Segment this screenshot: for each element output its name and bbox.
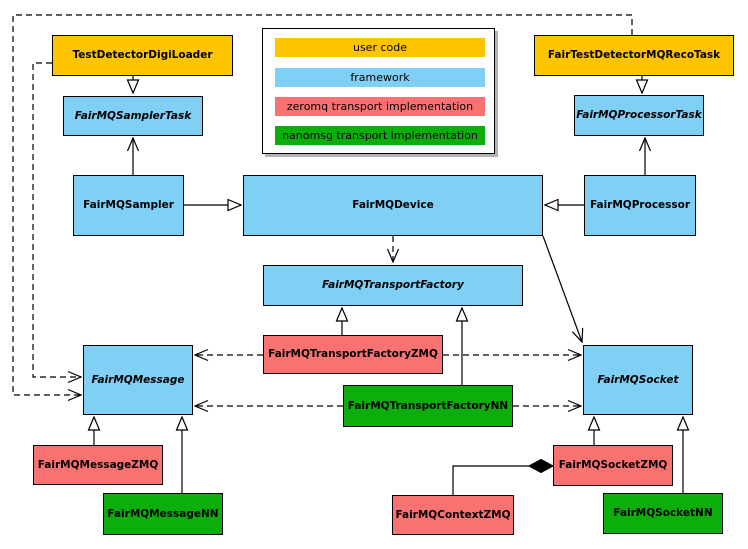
node-fairmqcontextzmq: FairMQContextZMQ (392, 495, 514, 535)
node-fairmqprocessor: FairMQProcessor (584, 175, 696, 236)
legend-label: zeromq transport implementation (286, 100, 474, 113)
node-label: FairMQContextZMQ (395, 508, 511, 521)
node-label: FairMQTransportFactory (322, 279, 464, 292)
node-fairmqtransportfactorynn: FairMQTransportFactoryNN (343, 385, 513, 427)
node-fairmqtransportfactory: FairMQTransportFactory (263, 265, 523, 306)
node-testdetectordigiloader: TestDetectorDigiLoader (52, 35, 233, 76)
node-fairmqsampler: FairMQSampler (73, 175, 184, 236)
node-label: FairMQTransportFactoryNN (347, 399, 509, 412)
legend-label: nanomsg transport implementation (282, 129, 478, 142)
node-fairmqmessagezmq: FairMQMessageZMQ (33, 445, 163, 485)
composition-diamond-icon (527, 458, 555, 474)
legend: user code framework zeromq transport imp… (262, 28, 495, 154)
node-label: FairMQSocket (597, 373, 679, 386)
legend-label: framework (350, 71, 410, 84)
node-label: TestDetectorDigiLoader (72, 49, 213, 62)
node-label: FairMQTransportFactoryZMQ (268, 348, 438, 361)
node-label: FairMQSamplerTask (74, 109, 192, 122)
node-fairmqdevice: FairMQDevice (243, 175, 543, 236)
node-label: FairTestDetectorMQRecoTask (547, 49, 721, 62)
legend-item-framework: framework (275, 68, 485, 87)
node-label: FairMQDevice (352, 199, 434, 212)
node-label: FairMQSampler (83, 199, 174, 212)
node-label: FairMQProcessorTask (576, 109, 702, 122)
node-label: FairMQSocketNN (613, 507, 713, 520)
edge-device-socket (542, 235, 582, 342)
legend-item-nanomsg: nanomsg transport implementation (275, 126, 485, 145)
node-label: FairMQSocketZMQ (558, 459, 668, 472)
legend-item-zeromq: zeromq transport implementation (275, 97, 485, 116)
edge-contextzmq-socketzmq (452, 465, 529, 495)
node-label: FairMQMessageNN (107, 507, 219, 520)
node-label: FairMQMessage (91, 373, 185, 386)
node-fairtestdetectormqrecotask: FairTestDetectorMQRecoTask (534, 35, 734, 76)
node-fairmqsamplertask: FairMQSamplerTask (63, 96, 203, 136)
node-label: FairMQProcessor (589, 199, 691, 212)
node-fairmqsocketzmq: FairMQSocketZMQ (553, 445, 673, 486)
legend-item-user-code: user code (275, 38, 485, 57)
node-fairmqmessage: FairMQMessage (83, 345, 193, 415)
node-fairmqmessagenn: FairMQMessageNN (103, 493, 223, 535)
legend-label: user code (352, 41, 408, 54)
node-fairmqprocessortask: FairMQProcessorTask (574, 95, 704, 136)
node-fairmqtransportfactoryzmq: FairMQTransportFactoryZMQ (263, 335, 443, 374)
node-fairmqsocket: FairMQSocket (583, 345, 693, 415)
node-label: FairMQMessageZMQ (37, 458, 159, 471)
node-fairmqsocketnn: FairMQSocketNN (603, 493, 723, 534)
